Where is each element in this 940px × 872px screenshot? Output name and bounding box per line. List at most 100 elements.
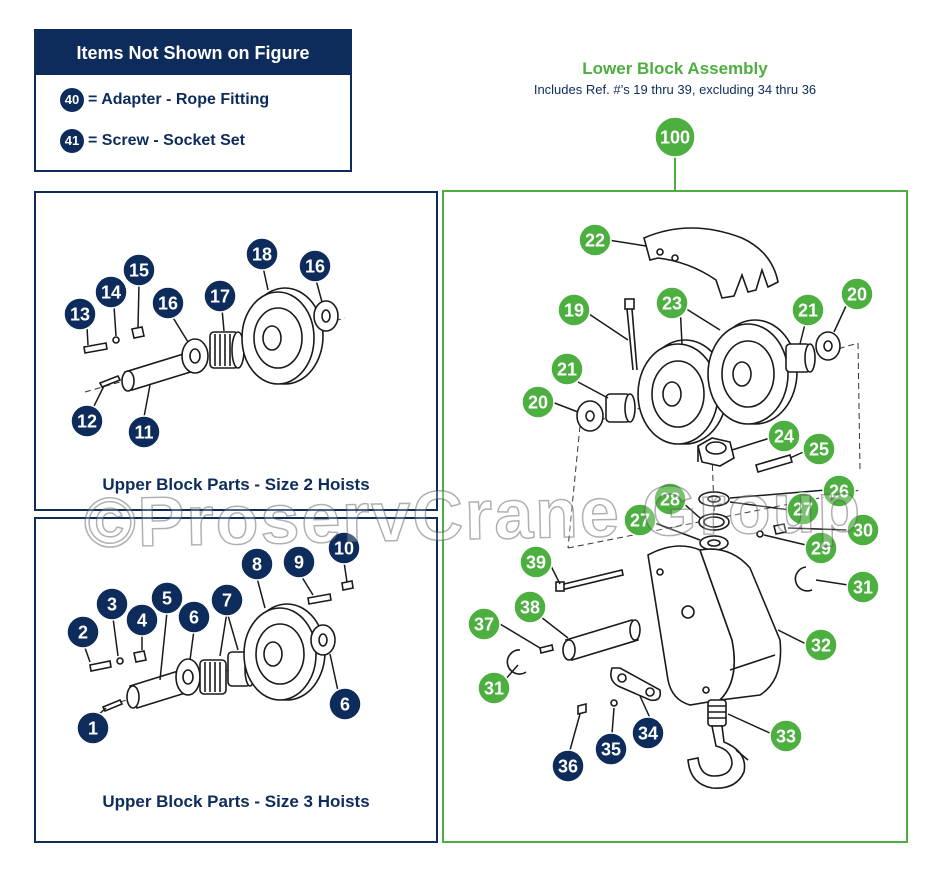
callout-12 bbox=[70, 404, 104, 438]
snap-ring-part bbox=[506, 649, 527, 675]
washer-part bbox=[175, 658, 201, 696]
callout-23 bbox=[655, 286, 689, 320]
washer-part bbox=[699, 535, 729, 551]
callout-24-label: 24 bbox=[774, 426, 794, 446]
callout-16 bbox=[298, 249, 332, 283]
callout-31 bbox=[846, 570, 880, 604]
callout-9 bbox=[282, 545, 316, 579]
callout-21-label: 21 bbox=[557, 359, 577, 379]
cover-part bbox=[643, 227, 779, 299]
callout-2-label: 2 bbox=[78, 622, 88, 642]
not-shown-item-text: = Screw - Socket Set bbox=[88, 132, 245, 150]
callout-19-label: 19 bbox=[564, 300, 584, 320]
callout-1-label: 1 bbox=[88, 718, 98, 738]
callout-22-label: 22 bbox=[585, 230, 605, 250]
callout-40: 40 bbox=[60, 88, 84, 112]
callout-3-label: 3 bbox=[107, 594, 117, 614]
callout-29-label: 29 bbox=[811, 538, 831, 558]
callout-26 bbox=[822, 474, 856, 508]
callout-4-label: 4 bbox=[137, 610, 147, 630]
sheave-part bbox=[637, 339, 728, 445]
bearing-part bbox=[605, 393, 636, 423]
callout-14-label: 14 bbox=[101, 282, 121, 302]
callout-20 bbox=[840, 277, 874, 311]
callout-7 bbox=[210, 583, 244, 617]
callout-37 bbox=[467, 607, 501, 641]
callout-18 bbox=[245, 237, 279, 271]
callout-4 bbox=[125, 603, 159, 637]
lower-block-panel bbox=[442, 190, 908, 843]
callout-24 bbox=[767, 419, 801, 453]
callout-14 bbox=[94, 275, 128, 309]
callout-39-label: 39 bbox=[526, 552, 546, 572]
callout-8 bbox=[240, 547, 274, 581]
callout-28 bbox=[653, 482, 687, 516]
size3-panel: Upper Block Parts - Size 3 Hoists bbox=[34, 517, 438, 843]
callout-35 bbox=[594, 732, 628, 766]
callout-6 bbox=[177, 600, 211, 634]
callout-39 bbox=[519, 545, 553, 579]
items-not-shown-title: Items Not Shown on Figure bbox=[36, 31, 350, 75]
callout-17 bbox=[203, 279, 237, 313]
callout-30 bbox=[846, 513, 880, 547]
callout-30-label: 30 bbox=[853, 520, 873, 540]
callout-31-label: 31 bbox=[853, 577, 873, 597]
callout-27 bbox=[786, 492, 820, 526]
callout-31 bbox=[477, 671, 511, 705]
callout-100-label: 100 bbox=[660, 127, 690, 147]
callout-6-label: 6 bbox=[340, 694, 350, 714]
callout-32-label: 32 bbox=[811, 635, 831, 655]
callout-13-label: 13 bbox=[70, 304, 90, 324]
callout-11 bbox=[127, 415, 161, 449]
callout-100 bbox=[654, 116, 696, 158]
washer-part bbox=[698, 491, 730, 507]
not-shown-item-text: = Adapter - Rope Fitting bbox=[88, 91, 270, 109]
size3-caption: Upper Block Parts - Size 3 Hoists bbox=[102, 792, 370, 811]
callout-20-label: 20 bbox=[528, 392, 548, 412]
callout-36-label: 36 bbox=[558, 756, 578, 776]
size3-drawing bbox=[83, 561, 354, 717]
callout-29 bbox=[804, 531, 838, 565]
callout-21 bbox=[791, 293, 825, 327]
washer-part bbox=[181, 338, 209, 374]
callout-37-label: 37 bbox=[474, 614, 494, 634]
snap-ring-part bbox=[794, 566, 813, 592]
callout-12-label: 12 bbox=[77, 411, 97, 431]
callout-10-label: 10 bbox=[334, 538, 354, 558]
callout-25 bbox=[802, 432, 836, 466]
washer-part bbox=[313, 300, 339, 332]
callout-15-label: 15 bbox=[129, 260, 149, 280]
size2-caption: Upper Block Parts - Size 2 Hoists bbox=[102, 475, 370, 494]
callout-20-label: 20 bbox=[847, 284, 867, 304]
callout-38-label: 38 bbox=[520, 597, 540, 617]
lower-block-drawing bbox=[499, 227, 861, 789]
callout-34 bbox=[631, 716, 665, 750]
callout-13 bbox=[63, 297, 97, 331]
nut-part bbox=[697, 437, 735, 467]
items-not-shown-box: Items Not Shown on Figure 40= Adapter - … bbox=[34, 29, 352, 172]
sheave-part bbox=[707, 319, 798, 425]
callout-6 bbox=[328, 687, 362, 721]
bearing-part bbox=[698, 513, 730, 531]
callout-5 bbox=[150, 581, 184, 615]
sheave-part bbox=[241, 287, 324, 385]
callout-18-label: 18 bbox=[252, 244, 272, 264]
sheave-part bbox=[243, 603, 326, 701]
callout-8-label: 8 bbox=[252, 554, 262, 574]
hook-part bbox=[687, 699, 749, 789]
frame-part bbox=[647, 545, 782, 706]
callout-16 bbox=[151, 286, 185, 320]
callout-32 bbox=[804, 628, 838, 662]
callout-31-label: 31 bbox=[484, 678, 504, 698]
callout-15 bbox=[122, 253, 156, 287]
callout-35-label: 35 bbox=[601, 739, 621, 759]
washer-part bbox=[576, 400, 604, 432]
callout-10 bbox=[327, 531, 361, 565]
callout-33-label: 33 bbox=[776, 726, 796, 746]
not-shown-item-40: 40= Adapter - Rope Fitting bbox=[60, 88, 269, 112]
callout-28-label: 28 bbox=[660, 489, 680, 509]
callout-36 bbox=[551, 749, 585, 783]
size2-panel: Upper Block Parts - Size 2 Hoists bbox=[34, 191, 438, 511]
